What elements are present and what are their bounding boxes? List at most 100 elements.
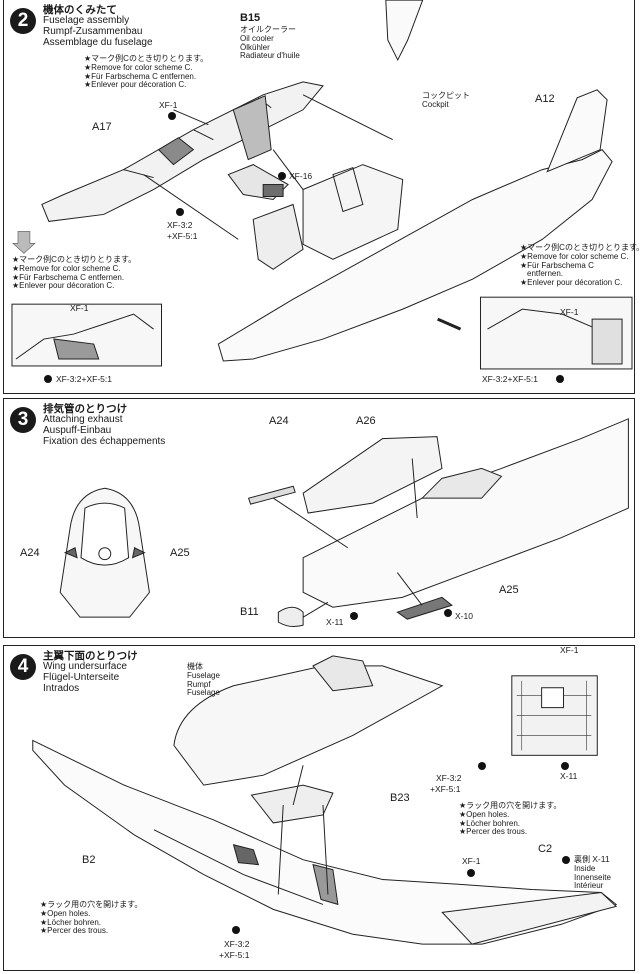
title-jp: 主翼下面のとりつけ bbox=[43, 650, 138, 662]
note-line: entfernen. bbox=[527, 269, 564, 279]
fuselage-assembly-drawing bbox=[11, 0, 633, 370]
paint-xf35-b: XF-3:2+XF-5:1 bbox=[56, 374, 112, 384]
step-title: 主翼下面のとりつけ Wing undersurface Flügel-Unter… bbox=[43, 650, 138, 695]
step-4-panel: 4 主翼下面のとりつけ Wing undersurface Flügel-Unt… bbox=[3, 645, 635, 971]
note-line: ★Remove for color scheme C. bbox=[520, 251, 629, 261]
note-line: ★Für Farbschema C bbox=[520, 260, 594, 270]
part-b2-label: B2 bbox=[82, 854, 96, 866]
note-line: ★Löcher bohren. bbox=[40, 917, 101, 927]
paint-drop-icon bbox=[278, 172, 286, 180]
inside-label: 裏側 X-11 Inside Innenseite Intérieur bbox=[574, 854, 611, 891]
paint-xf1-b: XF-1 bbox=[70, 303, 89, 313]
paint-drop-icon bbox=[176, 208, 184, 216]
note-line: ★Percer des trous. bbox=[459, 827, 528, 837]
paint-drop-icon bbox=[444, 609, 452, 617]
paint-xf35-c: XF-3:2+XF-5:1 bbox=[482, 374, 538, 384]
paint-x10: X-10 bbox=[455, 611, 473, 621]
part-a24-label: A24 bbox=[269, 415, 289, 427]
paint-x11-box: X-11 bbox=[560, 771, 578, 781]
oil-jp: オイルクーラー bbox=[240, 25, 296, 34]
cockpit-jp: コックピット bbox=[422, 91, 470, 100]
step-title: 機体のくみたて Fuselage assembly Rumpf-Zusammen… bbox=[43, 4, 153, 49]
paint-xf1-c: XF-1 bbox=[560, 307, 579, 317]
part-a25-label: A25 bbox=[499, 584, 519, 596]
inside-jp-row: 裏側 X-11 bbox=[574, 854, 611, 865]
inside-en: Inside bbox=[574, 863, 596, 873]
note-line: ★Für Farbschema C entfernen. bbox=[84, 71, 197, 81]
step-3-panel: 3 排気管のとりつけ Attaching exhaust Auspuff-Ein… bbox=[3, 398, 635, 638]
oil-fr: Radiateur d'huile bbox=[240, 51, 300, 61]
note-line: ★Remove for color scheme C. bbox=[84, 62, 193, 72]
paint-x11-top: X-11 bbox=[592, 854, 610, 864]
paint-xf1-a: XF-1 bbox=[159, 100, 178, 110]
fus-de: Rumpf bbox=[187, 679, 211, 689]
title-de: Flügel-Unterseite bbox=[43, 672, 120, 684]
title-fr: Intrados bbox=[43, 682, 80, 694]
inside-fr: Intérieur bbox=[574, 881, 604, 891]
note-line: ★マーク例Cのとき切りとります。 bbox=[84, 54, 209, 63]
paint-xf5-bot: +XF-5:1 bbox=[219, 950, 250, 960]
part-b23-label: B23 bbox=[390, 792, 410, 804]
paint-drop-icon bbox=[44, 375, 52, 383]
note-color-scheme-left: ★マーク例Cのとき切りとります。 ★Remove for color schem… bbox=[12, 255, 136, 291]
paint-xf5-a: +XF-5:1 bbox=[167, 231, 198, 241]
fus-jp: 機体 bbox=[187, 662, 203, 671]
note-holes-left: ★ラック用の穴を開けます。 ★Open holes. ★Löcher bohre… bbox=[40, 900, 143, 936]
inside-de: Innenseite bbox=[574, 872, 611, 882]
part-a17-label: A17 bbox=[92, 121, 112, 133]
note-line: ★マーク例Cのとき切りとります。 bbox=[520, 243, 640, 252]
part-a24-front-label: A24 bbox=[20, 547, 40, 559]
title-de: Rumpf-Zusammenbau bbox=[43, 26, 143, 38]
note-line: ★ラック用の穴を開けます。 bbox=[459, 801, 562, 810]
note-color-scheme-right: ★マーク例Cのとき切りとります。 ★Remove for color schem… bbox=[520, 243, 640, 288]
title-en: Attaching exhaust bbox=[43, 414, 123, 426]
part-b11-label: B11 bbox=[240, 606, 259, 618]
note-line: ★ラック用の穴を開けます。 bbox=[40, 900, 143, 909]
paint-x11: X-11 bbox=[326, 617, 344, 627]
step-number: 2 bbox=[10, 8, 36, 34]
wing-undersurface-drawing bbox=[32, 655, 618, 945]
part-a12-label: A12 bbox=[535, 93, 555, 105]
paint-drop-icon bbox=[168, 112, 176, 120]
title-fr: Fixation des échappements bbox=[43, 435, 166, 447]
title-jp: 排気管のとりつけ bbox=[43, 403, 128, 415]
note-line: ★Für Farbschema C entfernen. bbox=[12, 272, 125, 282]
note-line: ★Löcher bohren. bbox=[459, 818, 520, 828]
paint-drop-icon bbox=[467, 869, 475, 877]
note-line: ★Open holes. bbox=[40, 908, 91, 918]
note-line: ★Percer des trous. bbox=[40, 926, 109, 936]
title-fr: Assemblage du fuselage bbox=[43, 36, 153, 48]
paint-drop-icon bbox=[556, 375, 564, 383]
cockpit-en: Cockpit bbox=[422, 99, 449, 109]
note-holes-right: ★ラック用の穴を開けます。 ★Open holes. ★Löcher bohre… bbox=[459, 801, 562, 837]
exhaust-drawing bbox=[59, 418, 629, 628]
paint-drop-icon bbox=[478, 762, 486, 770]
paint-xf1-top: XF-1 bbox=[560, 645, 579, 655]
note-line: ★Remove for color scheme C. bbox=[12, 263, 121, 273]
step-title: 排気管のとりつけ Attaching exhaust Auspuff-Einba… bbox=[43, 403, 166, 448]
part-c2-label: C2 bbox=[538, 843, 553, 855]
paint-drop-icon bbox=[561, 762, 569, 770]
paint-xf3-mid: XF-3:2 bbox=[436, 773, 462, 783]
step-number: 3 bbox=[10, 407, 36, 433]
note-line: ★Enlever pour décoration C. bbox=[520, 278, 623, 288]
oil-de: Ölkühler bbox=[240, 42, 270, 52]
inside-jp: 裏側 bbox=[574, 855, 590, 864]
note-line: ★Enlever pour décoration C. bbox=[12, 281, 115, 291]
paint-drop-icon bbox=[562, 856, 570, 864]
paint-xf3-bot: XF-3:2 bbox=[224, 939, 250, 949]
paint-xf16: XF-16 bbox=[289, 171, 313, 181]
note-line: ★Open holes. bbox=[459, 809, 510, 819]
paint-drop-icon bbox=[350, 612, 358, 620]
paint-xf5-mid: +XF-5:1 bbox=[430, 784, 461, 794]
title-en: Fuselage assembly bbox=[43, 15, 130, 27]
oil-en: Oil cooler bbox=[240, 33, 274, 43]
oil-cooler-label: オイルクーラー Oil cooler Ölkühler Radiateur d'… bbox=[240, 25, 300, 61]
paint-xf3-a: XF-3:2 bbox=[167, 220, 193, 230]
fus-fr: Fuselage bbox=[187, 688, 220, 698]
paint-xf1-mid: XF-1 bbox=[462, 856, 481, 866]
note-line: ★Enlever pour décoration C. bbox=[84, 80, 187, 90]
title-jp: 機体のくみたて bbox=[43, 4, 117, 16]
note-color-scheme-top: ★マーク例Cのとき切りとります。 ★Remove for color schem… bbox=[84, 54, 209, 90]
part-a26-label: A26 bbox=[356, 415, 376, 427]
